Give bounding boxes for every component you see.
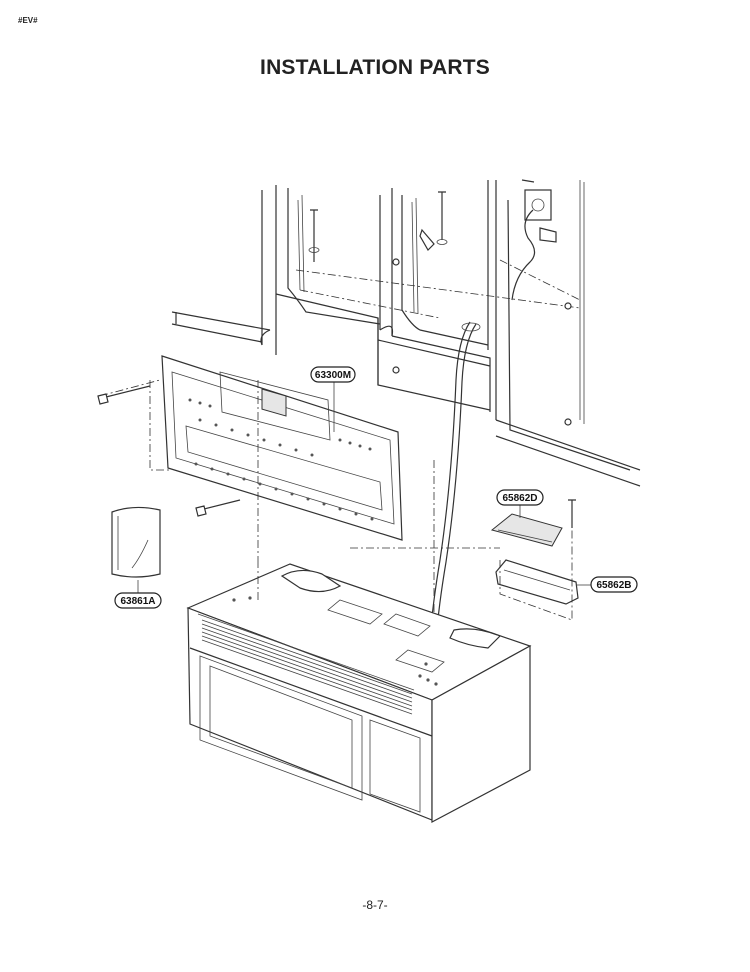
microwave-oven — [186, 560, 532, 823]
callout-63300M: 63300M — [310, 366, 356, 432]
template-bag — [111, 506, 161, 578]
page-number: -8-7- — [362, 898, 388, 912]
callout-63861A: 63861A — [114, 580, 162, 609]
callout-label-63300M: 63300M — [315, 370, 351, 381]
corner-tag: #EV# — [18, 16, 38, 25]
callout-65862D: 65862D — [496, 489, 544, 518]
cabinet-assembly — [171, 179, 641, 653]
callout-label-65862B: 65862B — [596, 580, 631, 591]
callout-label-65862D: 65862D — [502, 493, 537, 504]
damper-parts — [350, 499, 579, 621]
callout-label-63861A: 63861A — [120, 596, 155, 607]
page-title: INSTALLATION PARTS — [260, 56, 490, 79]
callout-65862B: 65862B — [576, 576, 638, 593]
mounting-plate — [97, 355, 435, 640]
